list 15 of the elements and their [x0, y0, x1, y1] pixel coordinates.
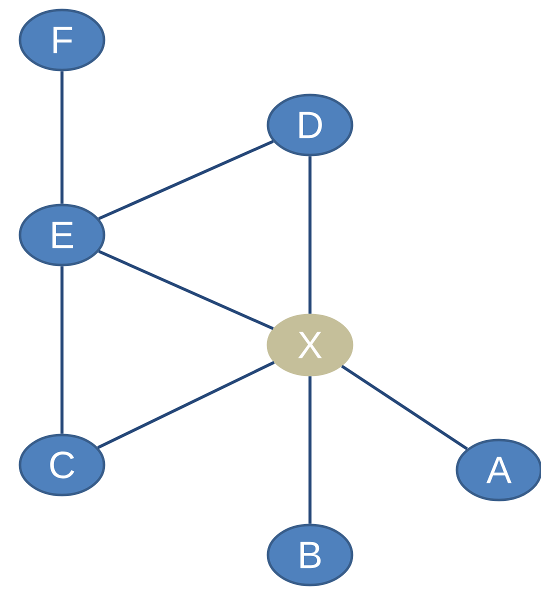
connector-line [97, 361, 275, 449]
connector-line [60, 71, 64, 204]
connector-line [60, 266, 64, 434]
connector-line [308, 376, 312, 524]
graph-node: F [18, 8, 106, 72]
graph-node: C [18, 434, 106, 496]
graph-node: B [266, 524, 354, 586]
graph-node: A [456, 438, 541, 502]
connector-line [308, 156, 312, 314]
connector-line [98, 250, 274, 330]
graph-node: E [18, 204, 106, 266]
graph-node: X [266, 314, 354, 376]
connector-line [341, 364, 468, 450]
connector-line [98, 140, 274, 220]
graph-node: D [266, 94, 354, 156]
